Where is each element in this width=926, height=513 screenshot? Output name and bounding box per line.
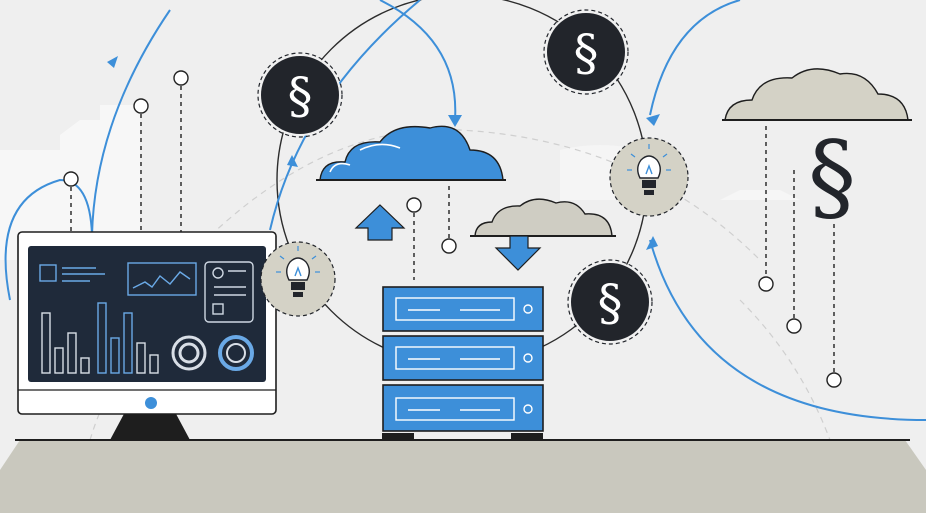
lightbulb-icon [609, 137, 689, 217]
arrow-head-left-up [107, 56, 118, 68]
cloud-icon [316, 125, 506, 181]
arrow-down-icon [494, 235, 542, 271]
arrow-head-cloud-top [448, 115, 462, 127]
large-section-symbol: § [808, 121, 856, 233]
arrow-up-icon [354, 204, 406, 241]
donut-widgets [171, 335, 254, 371]
blue-flow-lines [4, 0, 926, 421]
monitor-dashboard-icon [17, 231, 277, 440]
dashboard-widgets [39, 261, 254, 323]
monitor-stand [110, 412, 190, 440]
section-sign-icon: § [257, 52, 343, 138]
blue-arrowheads [107, 56, 660, 250]
server-foot [511, 433, 543, 439]
monitor-power-light [145, 397, 157, 409]
section-symbol-text: § [598, 274, 623, 332]
section-symbol-text: § [288, 67, 313, 125]
section-sign-icon: § [567, 259, 653, 345]
cloud-icon [470, 198, 616, 237]
section-symbol-text: § [574, 24, 599, 82]
arrow-head-right-bottom [646, 236, 658, 250]
lightbulb-icon [260, 241, 336, 317]
server-unit [382, 384, 544, 432]
server-unit [382, 335, 544, 381]
cloud-icon [722, 68, 912, 121]
bar-chart-widget [41, 302, 159, 374]
dashed-pins-left [63, 70, 189, 232]
arrow-head-center-left [287, 155, 298, 167]
server-unit [382, 286, 544, 332]
dashed-pins-center [406, 186, 457, 280]
section-sign-icon: § [543, 9, 629, 95]
dashed-pins-right [758, 126, 842, 388]
server-rack-icon [382, 286, 544, 439]
floor [0, 439, 926, 513]
arrow-head-right-top [646, 114, 660, 126]
monitor-screen [28, 246, 266, 382]
server-foot [382, 433, 414, 439]
